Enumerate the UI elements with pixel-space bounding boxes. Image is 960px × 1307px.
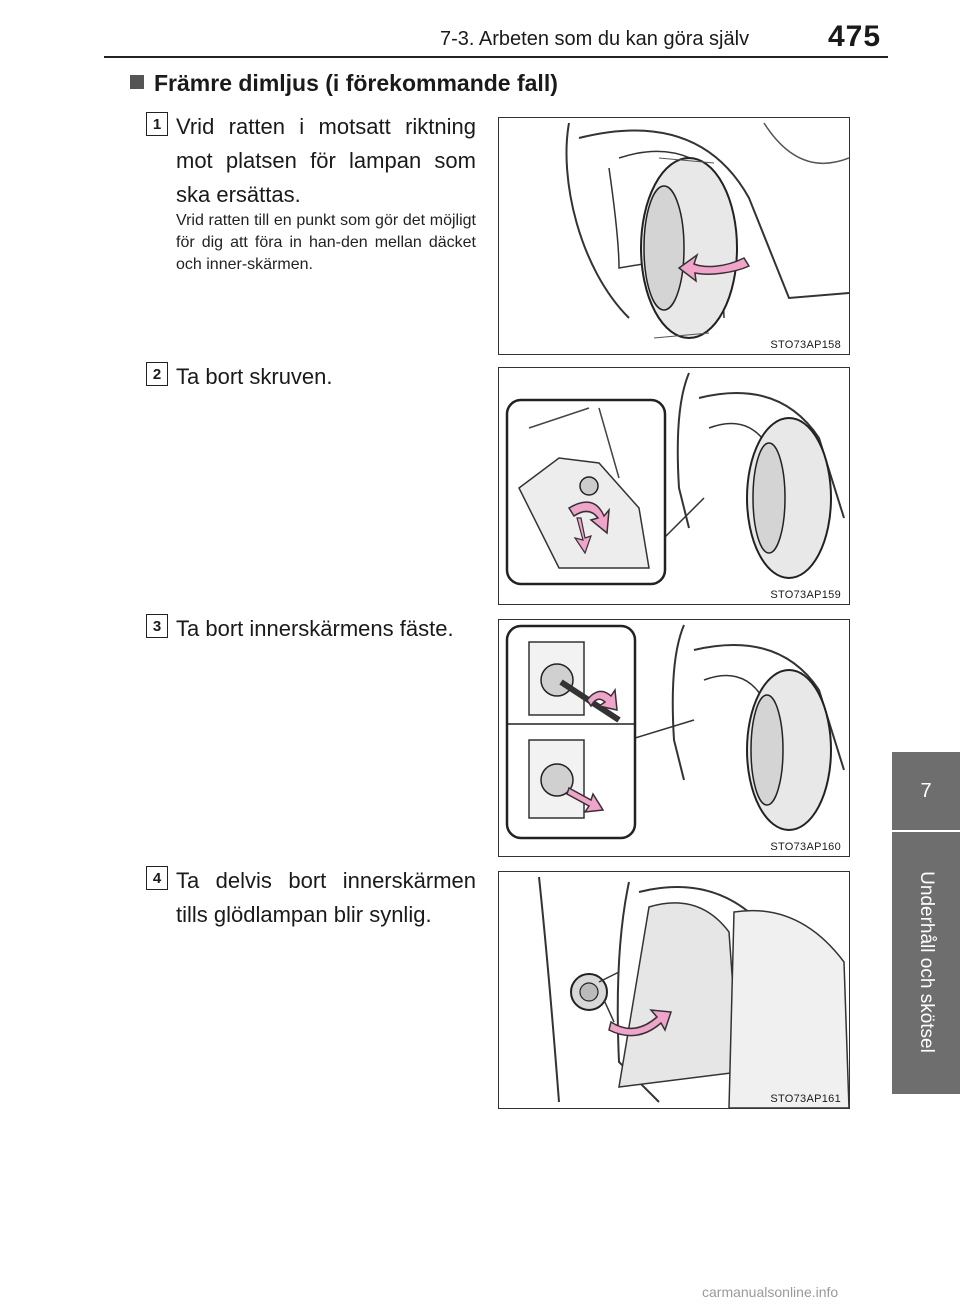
figure-remove-fastener: STO73AP160 [498,619,850,857]
figure-code: STO73AP158 [770,339,841,351]
step-instruction: Ta bort skruven. [176,364,333,389]
figure-code: STO73AP160 [770,841,841,853]
wheel-illustration [565,122,849,339]
step-number-badge: 2 [146,362,168,386]
step-instruction: Ta bort innerskärmens fäste. [176,616,454,641]
figure-code: STO73AP159 [770,589,841,601]
chapter-tab-number: 7 [892,752,960,830]
figure-fold-inner-fender: STO73AP161 [498,871,850,1109]
section-heading-text: Främre dimljus (i förekommande fall) [154,70,558,96]
heading-square-icon [130,75,144,89]
step-number-badge: 4 [146,866,168,890]
step-number-badge: 1 [146,112,168,136]
figure-remove-screw: STO73AP159 [498,367,850,605]
chapter-tab-label: Underhåll och skötsel [892,832,960,1094]
step-instruction: Ta delvis bort innerskärmen tills glödla… [176,868,476,927]
screw-illustration [505,372,845,586]
chapter-tab-title: Underhåll och skötsel [916,871,937,1053]
inner-fender-illustration [538,876,849,1108]
header-section-title: 7-3. Arbeten som du kan göra själv [440,28,750,50]
fastener-illustration [505,624,845,840]
step-number-badge: 3 [146,614,168,638]
header-rule [104,56,888,58]
step-instruction: Vrid ratten i motsatt riktning mot plats… [176,114,476,207]
page-number: 475 [828,20,882,53]
section-heading: Främre dimljus (i förekommande fall) [130,70,558,97]
figure-code: STO73AP161 [770,1093,841,1105]
figure-turn-wheel: STO73AP158 [498,117,850,355]
step-note: Vrid ratten till en punkt som gör det mö… [176,212,476,273]
watermark-text: carmanualsonline.info [702,1284,839,1300]
